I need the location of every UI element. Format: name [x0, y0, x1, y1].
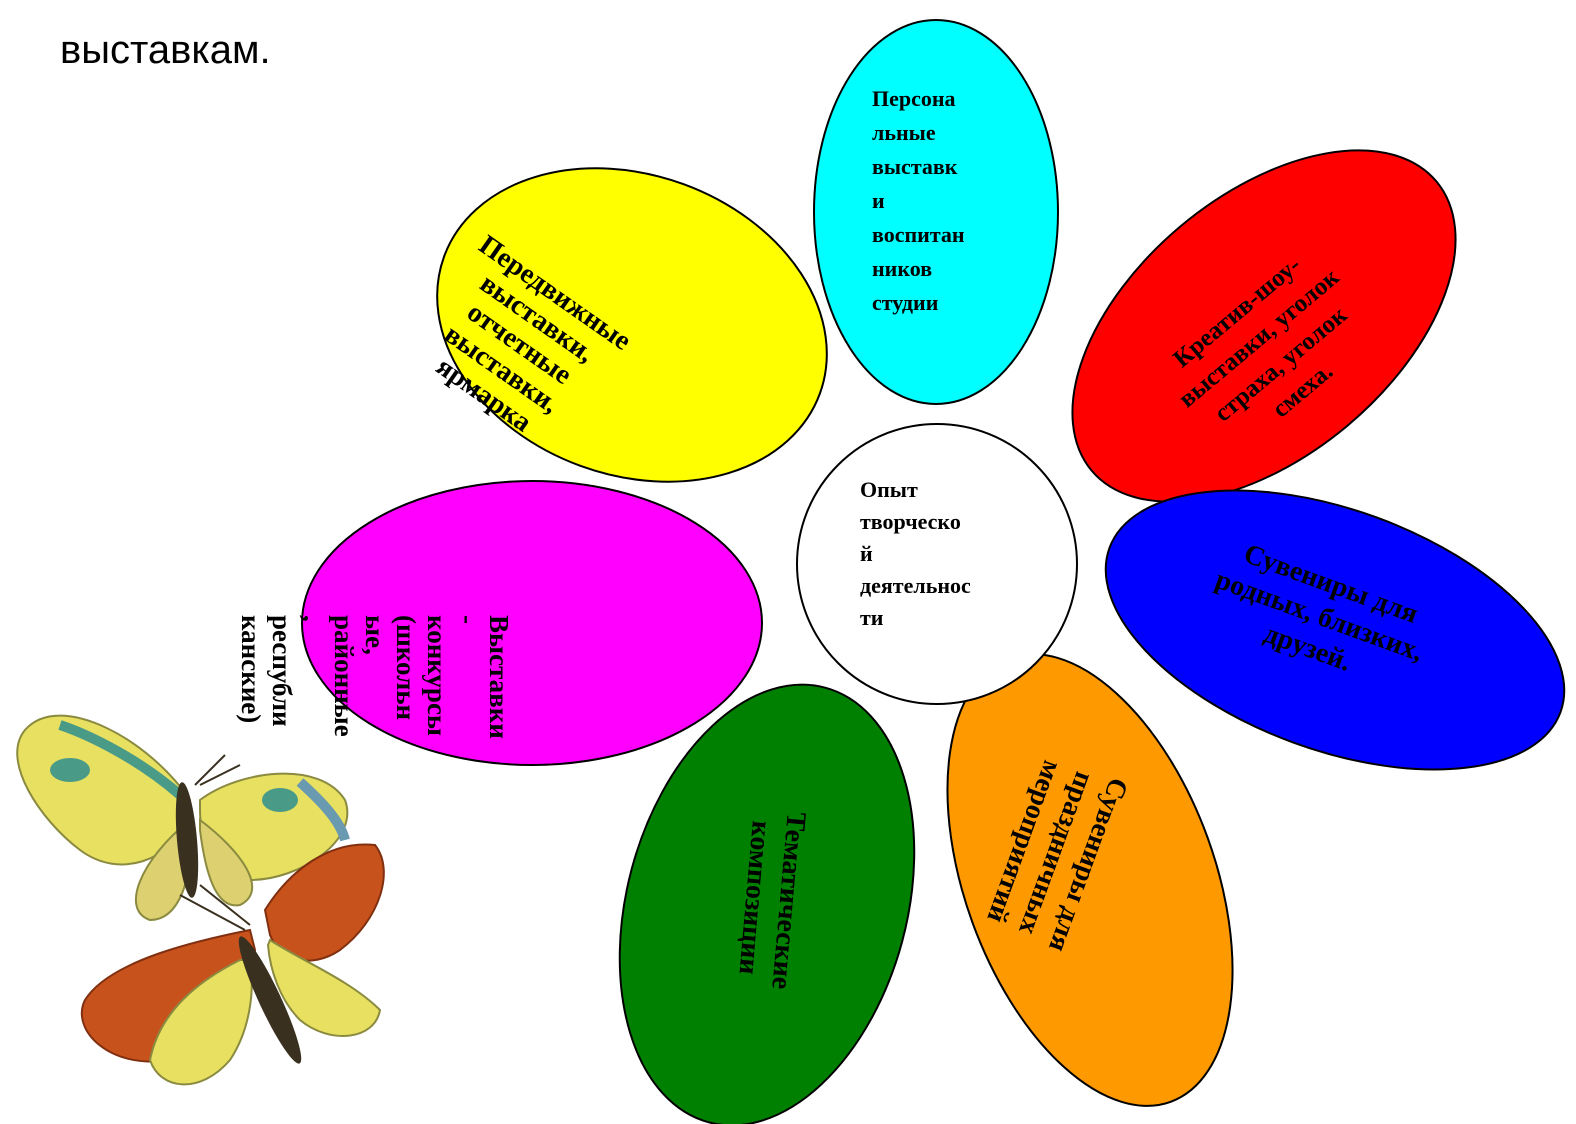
petal-contests-text: Выставки-конкурсы(школьные,районные,респ…	[236, 615, 514, 739]
petal-creative-show-shape	[1071, 149, 1457, 503]
petal-personal-shape	[813, 19, 1059, 405]
petal-contests: Выставки-конкурсы(школьные,районные,респ…	[236, 480, 763, 766]
text-line: деятельнос	[860, 573, 971, 598]
text-line: Выставки	[484, 615, 514, 739]
text-line: республи	[267, 615, 297, 727]
text-line: Персона	[872, 86, 956, 111]
petal-traveling-shape	[436, 167, 828, 483]
text-line: канские)	[236, 615, 266, 723]
petal-contests-shape	[301, 480, 763, 766]
text-line: районные	[329, 615, 359, 737]
petal-thematic-text: Тематическиекомпозиции	[731, 808, 811, 991]
text-line: (школьн	[391, 615, 421, 720]
butterfly-lower	[80, 843, 385, 1086]
butterflies-illustration	[16, 714, 385, 1086]
petal-souvenirs-family-shape	[1104, 489, 1566, 771]
flower-center-shape	[796, 423, 1078, 705]
text-line: й	[860, 541, 873, 566]
text-line: студии	[872, 290, 939, 315]
butterfly-upper	[16, 714, 350, 922]
text-line: льные	[872, 120, 936, 145]
text-line: воспитан	[872, 222, 965, 247]
text-line: творческо	[860, 509, 961, 534]
petal-personal: Персона льные выставк и воспитан ников студии	[813, 19, 1059, 405]
petal-traveling: Передвижныевыставки,отчетныевыставки,ярм…	[430, 167, 828, 483]
petal-souvenirs-family: Сувениры дляродных, близких,друзей.	[1104, 489, 1566, 771]
text-line: Опыт	[860, 477, 918, 502]
petal-thematic-shape	[618, 683, 916, 1124]
text-line: ти	[860, 605, 884, 630]
text-line: ников	[872, 256, 932, 281]
flower-center: Опыт творческо й деятельнос ти	[796, 423, 1078, 705]
page-heading: выставкам.	[60, 28, 271, 72]
text-line: и	[872, 188, 885, 213]
text-line: конкурсы	[422, 615, 452, 736]
petal-personal-text: Персона льные выставк и воспитан ников студии	[872, 86, 965, 315]
petal-souvenirs-holiday: Сувениры дляпраздничныхмероприятий	[946, 653, 1234, 1107]
text-line: ые,	[360, 615, 390, 655]
text-line: -	[453, 615, 483, 624]
text-line: выставк	[872, 154, 958, 179]
flower-center-text: Опыт творческо й деятельнос ти	[860, 477, 971, 630]
text-line: ,	[298, 615, 328, 622]
petal-creative-show: Креатив-шоу-выставки, уголокстраха, угол…	[1071, 149, 1457, 503]
petal-thematic: Тематическиекомпозиции	[618, 683, 916, 1124]
